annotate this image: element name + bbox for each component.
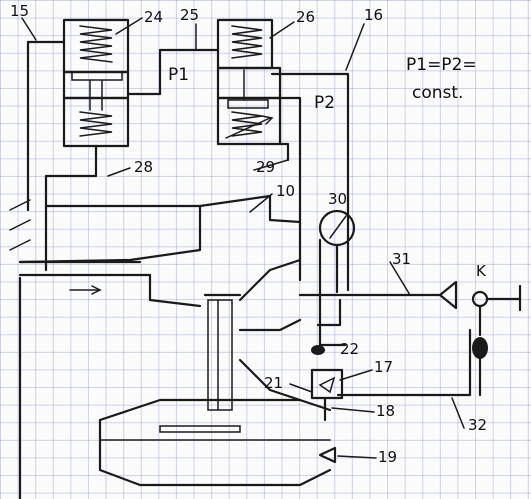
label-28: 28 (134, 158, 153, 176)
pressure-gauge-30 (318, 209, 356, 294)
label-24: 24 (144, 8, 163, 26)
label-22: 22 (340, 340, 359, 358)
leader-lines (21, 17, 465, 459)
label-p1: P1 (168, 65, 189, 85)
formula-line-1: P1=P2= (406, 55, 477, 75)
label-21: 21 (264, 374, 283, 392)
pressure-regulator-26 (216, 18, 282, 146)
label-32: 32 (468, 416, 487, 434)
label-15: 15 (10, 2, 29, 20)
label-19: 19 (378, 448, 397, 466)
pipe-lines (26, 40, 472, 397)
label-16: 16 (364, 6, 383, 24)
formula-line-2: const. (412, 83, 463, 103)
label-k: K (476, 262, 487, 280)
label-17: 17 (374, 358, 393, 376)
pressure-regulator-24 (62, 18, 130, 148)
label-18: 18 (376, 402, 395, 420)
label-10: 10 (276, 182, 295, 200)
label-31: 31 (392, 250, 411, 268)
valve-assembly-17-22 (310, 345, 344, 464)
label-p2: P2 (314, 93, 335, 113)
pump-body-10 (9, 194, 332, 499)
connector-k (438, 280, 522, 397)
label-26: 26 (296, 8, 315, 26)
label-30: 30 (328, 190, 347, 208)
labels: 15 24 25 26 16 P1 P2 P1=P2= const. 28 29… (10, 2, 487, 466)
label-25: 25 (180, 6, 199, 24)
